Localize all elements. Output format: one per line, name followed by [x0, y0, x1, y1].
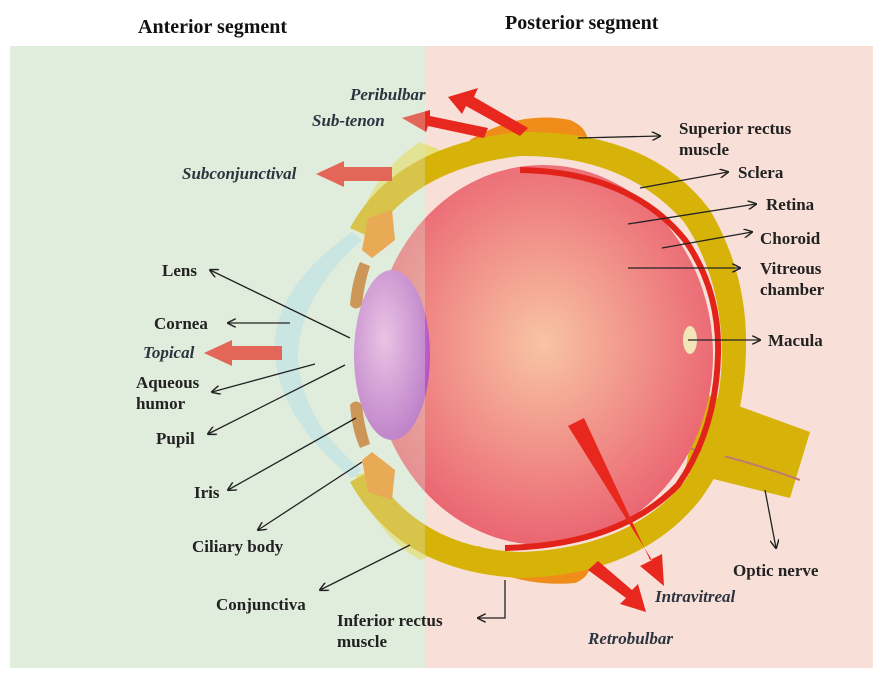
topical-route-label: Topical [143, 342, 194, 363]
vitreous-line2: chamber [760, 279, 824, 300]
inferior-rectus-muscle-label: Inferior rectus muscle [337, 610, 443, 652]
subconjunctival-route-label: Subconjunctival [182, 163, 296, 184]
vitreous-chamber-label: Vitreous chamber [760, 258, 824, 300]
aqueous-humor-label: Aqueous humor [136, 372, 199, 414]
anterior-segment-heading: Anterior segment [138, 16, 287, 39]
posterior-segment-heading: Posterior segment [505, 12, 658, 35]
anterior-segment-overlay [10, 46, 425, 668]
vitreous-line1: Vitreous [760, 258, 824, 279]
sclera-label: Sclera [738, 162, 783, 183]
sub-tenon-route-label: Sub-tenon [312, 110, 385, 131]
choroid-label: Choroid [760, 228, 820, 249]
cornea-label: Cornea [154, 313, 208, 334]
superior-rectus-line1: Superior rectus [679, 118, 791, 139]
ciliary-body-label: Ciliary body [192, 536, 283, 557]
pupil-label: Pupil [156, 428, 195, 449]
conjunctiva-label: Conjunctiva [216, 594, 306, 615]
inferior-rectus-line1: Inferior rectus [337, 610, 443, 631]
lens-label: Lens [162, 260, 197, 281]
intravitreal-route-label: Intravitreal [655, 586, 735, 607]
retina-label: Retina [766, 194, 814, 215]
aqueous-line1: Aqueous [136, 372, 199, 393]
macula-label: Macula [768, 330, 823, 351]
peribulbar-route-label: Peribulbar [350, 84, 426, 105]
superior-rectus-muscle-label: Superior rectus muscle [679, 118, 791, 160]
retrobulbar-route-label: Retrobulbar [588, 628, 673, 649]
superior-rectus-line2: muscle [679, 139, 791, 160]
iris-label: Iris [194, 482, 220, 503]
optic-nerve-label: Optic nerve [733, 560, 818, 581]
aqueous-line2: humor [136, 393, 199, 414]
inferior-rectus-line2: muscle [337, 631, 443, 652]
